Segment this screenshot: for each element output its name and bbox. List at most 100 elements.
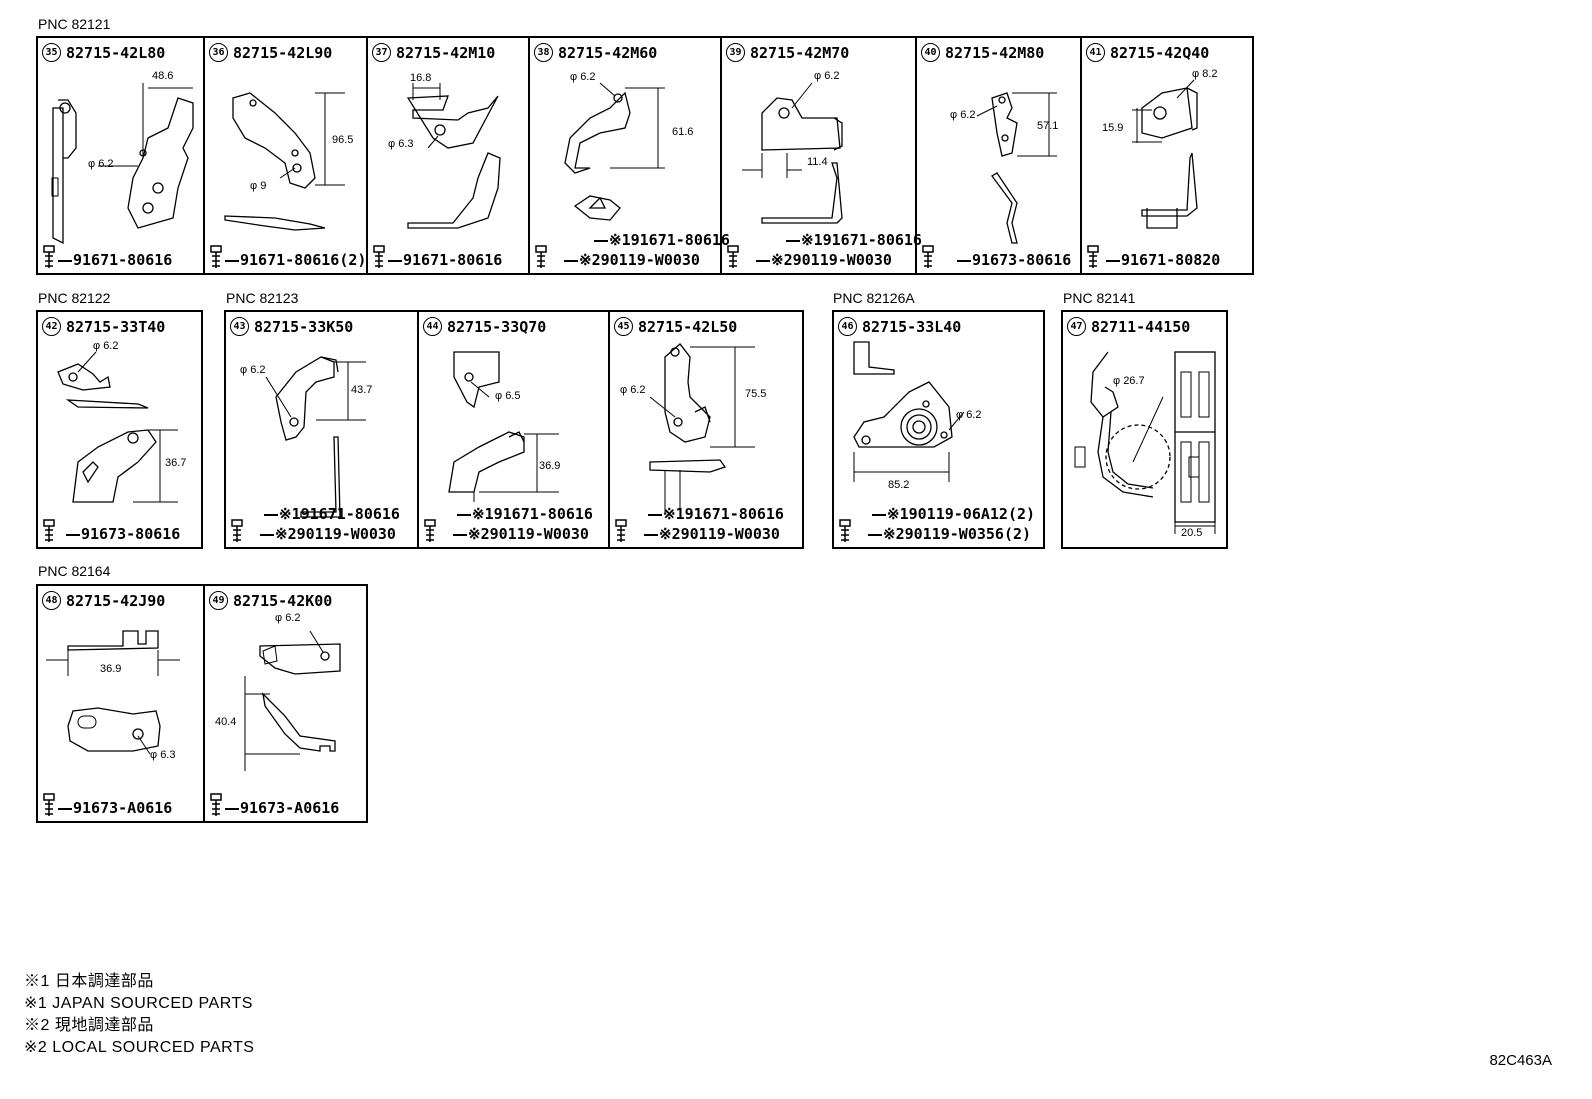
callout-number: 42 [42,317,61,336]
fastener-part-number[interactable]: ※290119-W0356(2) [868,524,1035,544]
bolt-icon [1087,245,1099,268]
callout-number: 45 [614,317,633,336]
fastener-part-number[interactable]: 91673-80616 [957,250,1071,270]
fastener-part-number[interactable]: ※191671-80616 [457,504,593,524]
fastener-part-number[interactable]: 91671-80616 [58,250,172,270]
bracket-drawing [853,341,965,482]
part-number[interactable]: 82711-44150 [1091,317,1191,336]
bracket-drawing [46,630,180,755]
callout-number: 41 [1086,43,1105,62]
part-cell: 39 82715-42M70 φ 6.2 11.4 ※191671-80616※2… [720,38,922,273]
fastener-part-number[interactable]: ※191671-80616 [264,504,400,524]
dimension-label: 96.5 [332,134,354,146]
dimension-label: φ 6.3 [150,749,176,761]
callout-number: 46 [838,317,857,336]
part-number[interactable]: 82715-33K50 [254,317,354,336]
dimension-label: φ 6.3 [388,138,414,150]
bracket-drawing [1132,79,1198,229]
part-number[interactable]: 82715-42L90 [233,43,333,62]
bolt-icon [210,793,222,816]
dimension-label: φ 9 [250,180,267,192]
part-number[interactable]: 82715-42M60 [558,43,658,62]
part-number[interactable]: 82715-42L50 [638,317,738,336]
fastener-part-number[interactable]: ※290119-W0030 [644,524,784,544]
part-number[interactable]: 82715-33L40 [862,317,962,336]
part-number[interactable]: 82715-42Q40 [1110,43,1210,62]
dimension-label: 57.1 [1037,120,1059,132]
fastener-part-number[interactable]: ※191671-80616 [786,230,922,250]
part-number[interactable]: 82715-33Q70 [447,317,547,336]
bolt-icon [231,519,243,542]
callout-number: 37 [372,43,391,62]
fastener-part-number[interactable]: 91673-A0616 [58,798,172,818]
fastener-part-number[interactable]: 91671-80616 [388,250,502,270]
dimension-label: 16.8 [410,72,432,84]
dimension-label: 11.4 [807,156,828,168]
callout-number: 39 [726,43,745,62]
callout-number: 44 [423,317,442,336]
part-number[interactable]: 82715-42M70 [750,43,850,62]
part-number[interactable]: 82715-42L80 [66,43,166,62]
dimension-label: 20.5 [1181,527,1203,539]
bolt-icon [43,245,55,268]
fastener-part-number[interactable]: 91671-80616(2) [225,250,366,270]
part-cell: 37 82715-42M10 16.8 φ 6.3 91671-80616 [366,38,528,273]
part-number[interactable]: 82715-42M10 [396,43,496,62]
dimension-label: 36.9 [539,460,561,472]
fastener-part-number[interactable]: ※290119-W0030 [453,524,593,544]
bolt-icon [43,793,55,816]
dimension-label: φ 6.2 [814,70,840,82]
dimension-label: φ 6.2 [956,409,982,421]
dimension-label: 75.5 [745,388,767,400]
sourcing-notes: ※1 日本調達部品 ※1 JAPAN SOURCED PARTS ※2 現地調達… [24,971,254,1059]
part-number[interactable]: 82715-33T40 [66,317,166,336]
callout-number: 35 [42,43,61,62]
dimension-label: φ 6.5 [495,390,521,402]
bolt-icon [839,519,851,542]
bracket-drawing [448,351,559,502]
parts-panel-82121: 35 82715-42L80 48.6 φ 6.2 91671-80616 36 8… [36,36,1254,275]
fastener-part-number[interactable]: ※290119-W0030 [564,250,730,270]
fastener-part-number[interactable]: 91673-A0616 [225,798,339,818]
callout-number: 36 [209,43,228,62]
bracket-drawing [57,351,178,503]
dimension-label: 36.7 [165,457,187,469]
fastener-part-number[interactable]: ※290119-W0030 [260,524,400,544]
bolt-icon [922,245,934,268]
dimension-label: φ 6.2 [240,364,266,376]
pnc-label: PNC 82122 [38,290,111,306]
part-number[interactable]: 82715-42K00 [233,591,333,610]
fastener-part-number[interactable]: 91671-80820 [1106,250,1220,270]
bracket-drawing [406,83,501,229]
fastener-part-number[interactable]: ※290119-W0030 [756,250,922,270]
callout-number: 48 [42,591,61,610]
part-number[interactable]: 82715-42M80 [945,43,1045,62]
dimension-label: 48.6 [152,70,174,82]
fastener-part-number[interactable]: ※190119-06A12(2) [872,504,1035,524]
fastener-part-number[interactable]: ※191671-80616 [648,504,784,524]
part-number[interactable]: 82715-42J90 [66,591,166,610]
dimension-label: φ 6.2 [950,109,976,121]
note-line: ※1 日本調達部品 [24,973,154,990]
note-line: ※2 LOCAL SOURCED PARTS [24,1039,255,1056]
dimension-label: φ 8.2 [1192,68,1218,80]
fastener-part-number[interactable]: ※191671-80616 [594,230,730,250]
bolt-icon [615,519,627,542]
dimension-label: 15.9 [1102,122,1124,134]
bracket-drawing [51,83,194,245]
part-cell: 44 82715-33Q70 φ 6.5 36.9 ※191671-80616※2… [417,312,608,547]
fastener-part-number[interactable]: 91673-80616 [66,524,180,544]
bracket-drawing [244,630,341,771]
